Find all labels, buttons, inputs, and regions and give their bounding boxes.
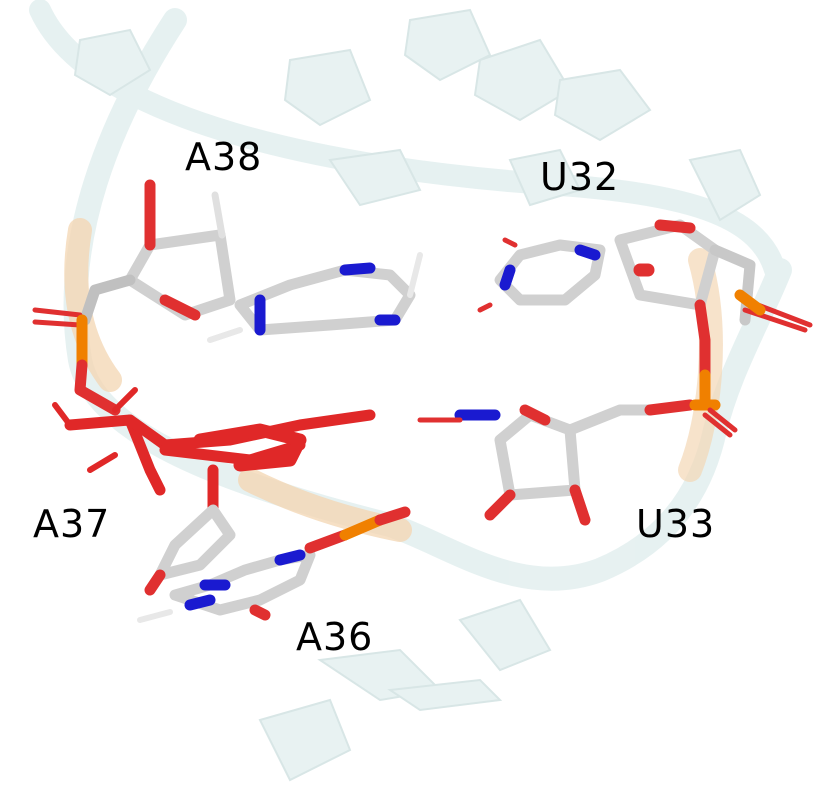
residue-a38 [32,179,423,416]
residue-label-a38: A38 [185,135,263,179]
residue-u33 [417,369,738,526]
residue-label-u33: U33 [636,502,716,546]
residue-label-u32: U32 [540,155,620,199]
residue-label-a37: A37 [33,502,111,546]
residue-a36 [137,504,411,623]
background-bases [73,8,762,782]
residue-a37 [52,387,376,516]
residue-label-a36: A36 [296,615,374,659]
residue-u32 [477,219,813,381]
